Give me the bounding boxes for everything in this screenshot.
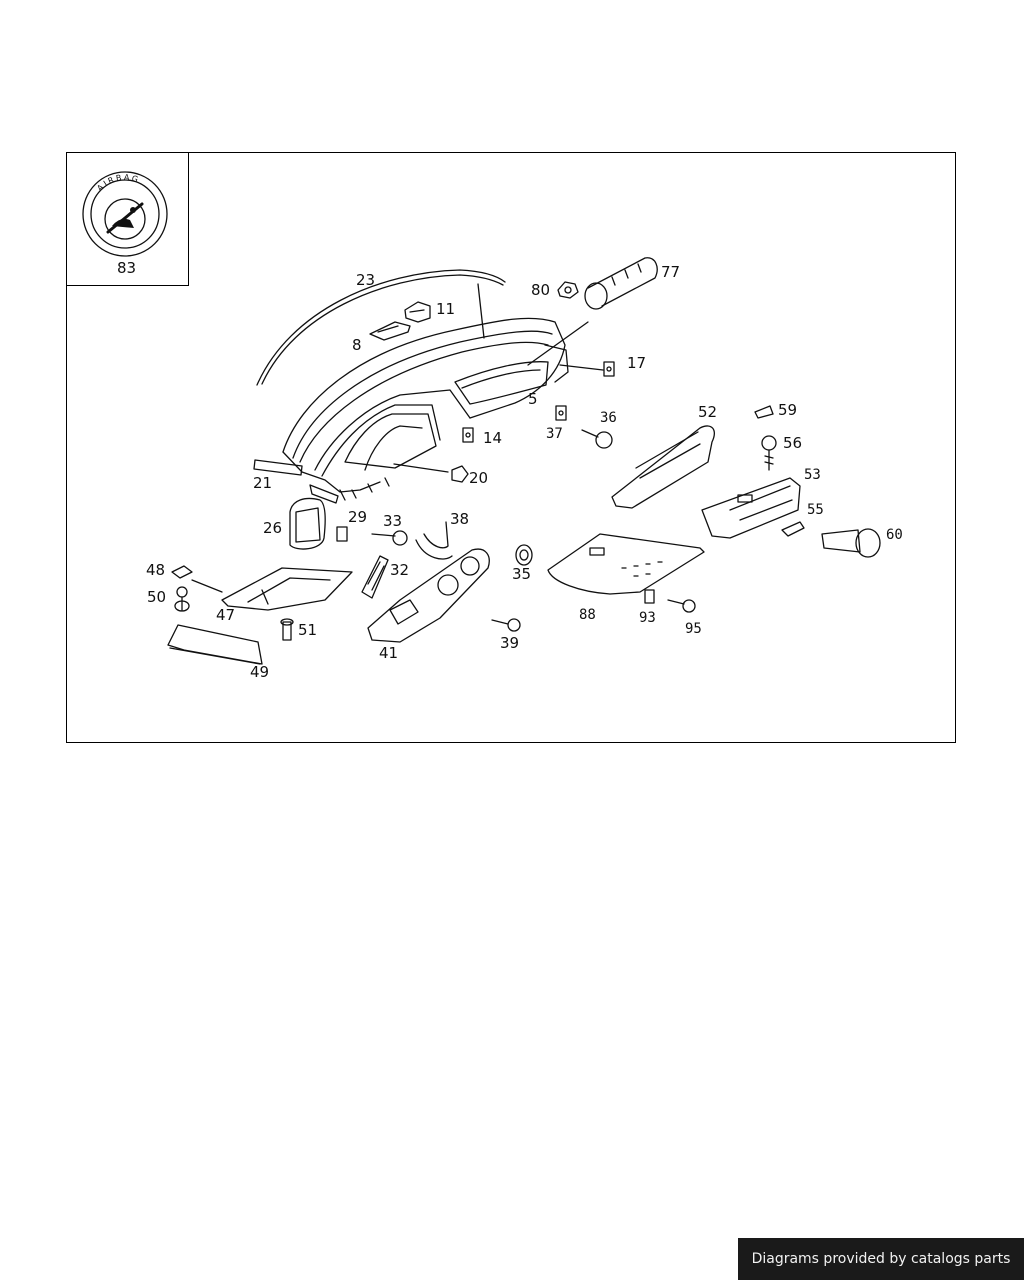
part-49-cover-plate [167,624,263,665]
part-11-bracket [404,301,431,323]
part-56-screw [761,435,777,471]
part-26-vent [289,497,326,550]
callout-47: 47 [216,606,236,624]
callout-51: 51 [298,621,318,639]
part-32-switch-panel [361,555,389,599]
part-93-clip [644,589,655,604]
callout-35: 35 [512,565,532,583]
part-29-clip [336,526,348,542]
part-36-clip [581,429,613,449]
airbag-badge-text: AIRBAG [95,173,139,193]
callout-59: 59 [778,401,798,419]
callout-52: 52 [698,403,718,421]
part-37-clip [555,405,567,421]
part-95-screw [667,599,696,613]
part-21-cover-strip [253,459,303,476]
callout-50: 50 [147,588,167,606]
part-33-screw [371,530,408,546]
callout-80: 80 [531,281,551,299]
part-77-airbag-module [584,257,658,310]
callout-32: 32 [390,561,410,579]
parts-drawing: AIRBAG [82,171,881,665]
callout-56: 56 [783,434,803,452]
part-55-lock [781,521,805,537]
callout-88: 88 [579,607,596,623]
part-35-grommet [515,544,533,566]
airbag-inset-box [66,152,189,286]
callout-5: 5 [528,390,538,408]
part-48-nut [171,565,193,579]
part-39-screw [491,618,521,632]
callout-20: 20 [469,469,489,487]
part-50-screw [174,586,190,612]
callout-93: 93 [639,610,656,626]
callout-11: 11 [436,300,456,318]
dashboard-carrier [282,283,604,504]
part-80-nut [557,281,579,299]
callout-14: 14 [483,429,503,447]
callout-37: 37 [546,426,563,442]
callout-8: 8 [352,336,362,354]
callout-21: 21 [253,474,273,492]
svg-text:AIRBAG: AIRBAG [95,173,141,193]
part-52-glovebox-lid [611,425,715,509]
part-41-lower-trim [367,548,490,643]
callout-17: 17 [627,354,647,372]
callout-39: 39 [500,634,520,652]
part-59-cap [754,405,774,419]
part-17-clip [603,361,615,377]
part-51-bolt [280,618,294,641]
callout-55: 55 [807,502,824,518]
callout-33: 33 [383,512,403,530]
callout-41: 41 [379,644,399,662]
callout-83: 83 [117,259,137,277]
part-8-bracket [369,321,411,341]
part-20-clip [451,465,469,483]
part-60-lighter [821,528,881,558]
part-47-bracket [191,567,353,611]
callout-60: 60 [886,527,903,543]
callout-53: 53 [804,467,821,483]
footer-credit: Diagrams provided by catalogs parts [738,1238,1024,1280]
diagram-frame [66,152,956,743]
part-88-knee-panel [547,533,705,595]
part-53-glovebox [701,477,801,539]
callout-29: 29 [348,508,368,526]
callout-49: 49 [250,663,270,681]
airbag-warning-badge: AIRBAG [82,171,168,257]
callout-26: 26 [263,519,283,537]
callout-38: 38 [450,510,470,528]
callout-95: 95 [685,621,702,637]
part-14-clip [462,427,474,443]
part-38-bezel-ring [415,521,453,560]
callout-23: 23 [356,271,376,289]
part-23-trim-strip [256,269,506,386]
callout-48: 48 [146,561,166,579]
callout-77: 77 [661,263,681,281]
callout-36: 36 [600,410,617,426]
